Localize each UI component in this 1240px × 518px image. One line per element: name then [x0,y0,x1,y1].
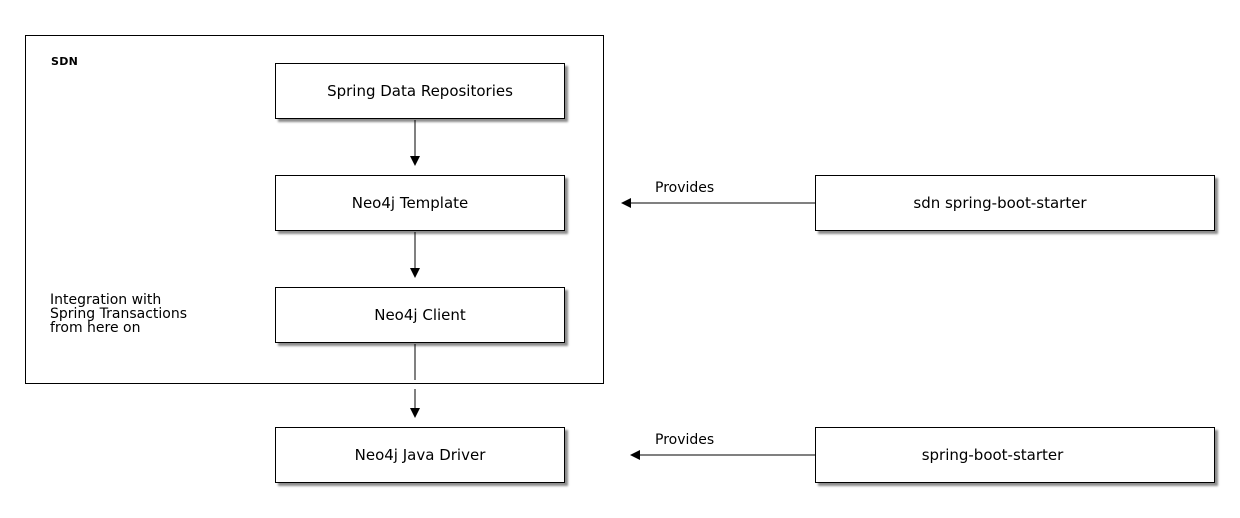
note-line-2: Spring Transactions [50,306,188,322]
neo4j-template-label: Neo4j Template [351,194,469,212]
note-line-3: from here on [50,320,141,336]
sdn-spring-boot-starter-node: sdn spring-boot-starter [815,175,1215,231]
neo4j-java-driver-node: Neo4j Java Driver [275,427,565,483]
spring-boot-starter-node: spring-boot-starter [815,427,1215,483]
provides-label-lower: Provides [655,432,715,448]
sdn-group-label: SDN [51,55,79,68]
spring-data-repositories-node: Spring Data Repositories [275,63,565,119]
note-line-1: Integration with [50,292,162,308]
neo4j-client-node: Neo4j Client [275,287,565,343]
sdn-spring-boot-starter-label: sdn spring-boot-starter [913,194,1087,212]
transactions-note: Integration with Spring Transactions fro… [50,293,250,335]
spring-boot-starter-label: spring-boot-starter [921,446,1064,464]
neo4j-client-label: Neo4j Client [374,306,466,324]
spring-data-repositories-label: Spring Data Repositories [327,82,513,100]
sdn-group-frame [25,35,604,384]
provides-label-upper: Provides [655,180,715,196]
neo4j-template-node: Neo4j Template [275,175,565,231]
neo4j-java-driver-label: Neo4j Java Driver [354,446,486,464]
